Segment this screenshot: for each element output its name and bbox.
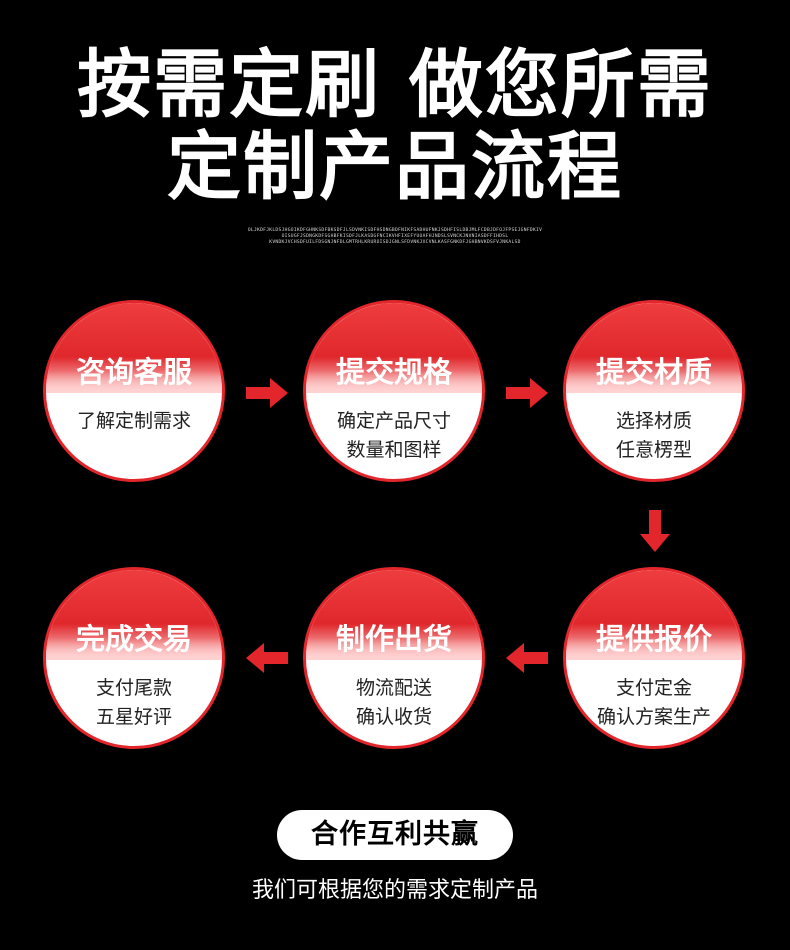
fine-print-3: KVNDKJVCHSDFUILFDSGNJNFDLGMTRHLKRUROISDJ… (269, 240, 521, 245)
arrow-down-icon (640, 510, 670, 552)
arrow-left-icon (246, 643, 288, 673)
headline-line-2: 定制产品流程 (167, 124, 623, 210)
step-line: 选择材质 (615, 410, 692, 432)
step-title: 提交规格 (335, 355, 452, 389)
step-title: 制作出货 (335, 622, 452, 656)
step-complete: 完成交易 支付尾款 五星好评 (43, 567, 225, 749)
step-line: 了解定制需求 (76, 410, 191, 432)
arrow-right-icon (246, 378, 288, 408)
step-specs: 提交规格 确定产品尺寸 数量和图样 (303, 300, 485, 482)
step-line: 数量和图样 (346, 439, 442, 461)
step-line: 确认方案生产 (596, 706, 711, 728)
step-line: 物流配送 (355, 677, 432, 699)
step-line: 五星好评 (95, 706, 172, 728)
step-quote: 提供报价 支付定金 确认方案生产 (563, 567, 745, 749)
fine-print-2: OISUGFJSDNGKDFSGHBFKISDFJLKASDGFNCIKVHFI… (281, 234, 509, 239)
cooperation-badge: 合作互利共赢 (277, 810, 513, 860)
step-produce: 制作出货 物流配送 确认收货 (303, 567, 485, 749)
step-line: 确定产品尺寸 (336, 410, 451, 432)
step-line: 任意楞型 (615, 439, 692, 461)
arrow-left-icon (506, 643, 548, 673)
fine-print-1: OLJKDFJKLDSJHGOIKDFGHNKSDFBKSDFJLSDVNKIS… (247, 228, 543, 233)
step-title: 提供报价 (595, 622, 712, 656)
step-title: 完成交易 (75, 622, 192, 656)
step-line: 确认收货 (355, 706, 432, 728)
arrow-right-icon (506, 378, 548, 408)
step-material: 提交材质 选择材质 任意楞型 (563, 300, 745, 482)
headline-line-1: 按需定刷 做您所需 (77, 42, 713, 128)
step-line: 支付尾款 (95, 677, 172, 699)
tagline: 我们可根据您的需求定制产品 (251, 878, 538, 903)
step-consult: 咨询客服 了解定制需求 (43, 300, 225, 482)
step-title: 咨询客服 (75, 355, 192, 389)
step-line: 支付定金 (615, 677, 692, 699)
step-title: 提交材质 (595, 355, 712, 389)
